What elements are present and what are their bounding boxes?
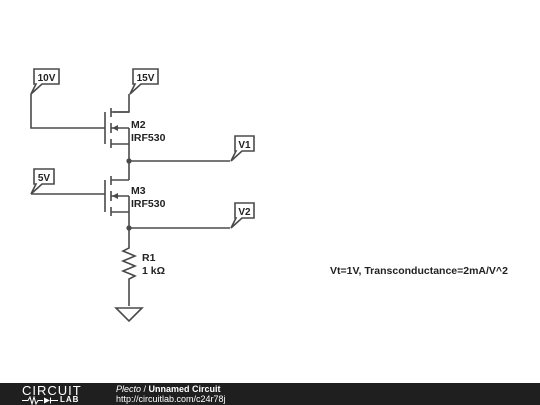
net-label-v1-text: V1 <box>238 140 251 151</box>
net-label-10v-text: 10V <box>38 73 56 84</box>
m3-part: IRF530 <box>131 198 166 210</box>
wire-10v-gate <box>30 94 105 129</box>
m3-name: M3 <box>131 185 146 197</box>
net-label-15v-text: 15V <box>137 73 155 84</box>
m2-part: IRF530 <box>131 132 166 144</box>
resistor-r1[interactable] <box>120 246 138 306</box>
title-separator: / <box>141 384 149 394</box>
net-label-v2[interactable]: V2 <box>230 202 255 229</box>
circuit-url[interactable]: http://circuitlab.com/c24r78j <box>116 394 226 404</box>
footer-bar: CIRCUIT LAB Plecto / Unnamed Circuit htt… <box>0 383 540 405</box>
mosfet-m3[interactable] <box>104 176 130 216</box>
net-label-v1[interactable]: V1 <box>230 135 255 162</box>
r1-name: R1 <box>142 252 156 264</box>
logo-text-circuit: CIRCUIT <box>22 383 82 398</box>
ground-symbol[interactable] <box>114 307 144 323</box>
annotation-note: Vt=1V, Transconductance=2mA/V^2 <box>330 265 508 277</box>
net-label-5v-text: 5V <box>38 173 51 184</box>
circuit-schematic: 10V 15V M2 IRF530 V1 5V <box>30 68 508 323</box>
logo-wave-icon <box>22 396 58 405</box>
net-label-15v[interactable]: 15V <box>129 68 159 95</box>
logo-text-lab: LAB <box>60 395 80 404</box>
wire-15v-drain <box>113 94 130 113</box>
mosfet-m2[interactable] <box>104 108 130 148</box>
net-label-10v[interactable]: 10V <box>30 68 60 95</box>
r1-value: 1 kΩ <box>142 265 165 277</box>
circuitlab-logo[interactable]: CIRCUIT LAB <box>22 383 92 405</box>
author-name[interactable]: Plecto <box>116 384 142 394</box>
m2-name: M2 <box>131 119 146 131</box>
net-label-v2-text: V2 <box>238 207 251 218</box>
circuit-title: Unnamed Circuit <box>148 384 221 394</box>
net-label-5v[interactable]: 5V <box>30 168 55 195</box>
circuit-meta: Plecto / Unnamed Circuit http://circuitl… <box>116 384 226 404</box>
